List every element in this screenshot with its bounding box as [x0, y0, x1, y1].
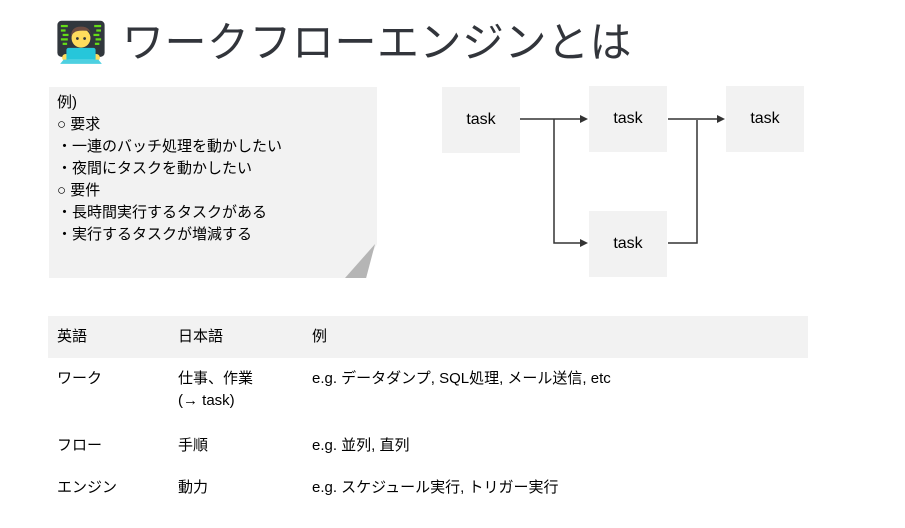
cell-example: e.g. データダンプ, SQL処理, メール送信, etc: [312, 370, 611, 387]
cell-japanese-main: 仕事、作業: [178, 370, 254, 387]
note-line: ・夜間にタスクを動かしたい: [57, 160, 253, 177]
note-line: ○ 要求: [57, 116, 101, 133]
note-line: ・一連のバッチ処理を動かしたい: [57, 138, 283, 155]
cell-japanese-sub: (→ task): [178, 392, 235, 409]
header-japanese: 日本語: [178, 328, 224, 345]
note-line: ・長時間実行するタスクがある: [57, 204, 268, 221]
task-node: task: [589, 211, 667, 277]
note-line: 例): [57, 94, 77, 111]
definition-table: 英語 日本語 例 ワーク 仕事、作業 (→ task) e.g. データダンプ,…: [48, 316, 808, 499]
task-node: task: [589, 86, 667, 152]
cell-english: フロー: [57, 437, 103, 454]
workflow-diagram: task task task task: [430, 80, 870, 290]
page-title: ワークフローエンジンとは: [122, 19, 633, 66]
cell-japanese: 仕事、作業 (→ task): [169, 368, 303, 412]
cell-example: e.g. 並列, 直列: [312, 437, 410, 454]
cell-japanese: 手順: [178, 437, 209, 454]
table-row: ワーク 仕事、作業 (→ task) e.g. データダンプ, SQL処理, メ…: [48, 368, 808, 412]
cell-english: ワーク: [57, 370, 103, 387]
header-english: 英語: [57, 328, 88, 345]
table-row: フロー 手順 e.g. 並列, 直列: [48, 435, 808, 457]
requirements-note: 例) ○ 要求 ・一連のバッチ処理を動かしたい ・夜間にタスクを動かしたい ○ …: [49, 87, 377, 278]
note-line: ・実行するタスクが増減する: [57, 226, 253, 243]
note-line: ○ 要件: [57, 182, 101, 199]
cell-english: エンジン: [57, 479, 118, 496]
table-row: エンジン 動力 e.g. スケジュール実行, トリガー実行: [48, 477, 808, 499]
technologist-emoji: [57, 20, 105, 64]
header-example: 例: [312, 328, 328, 345]
cell-example: e.g. スケジュール実行, トリガー実行: [312, 479, 559, 496]
cell-japanese: 動力: [178, 479, 209, 496]
task-node: task: [442, 87, 520, 153]
title-row: ワークフローエンジンとは: [56, 14, 632, 72]
table-header-row: 英語 日本語 例: [48, 316, 808, 358]
task-node: task: [726, 86, 804, 152]
